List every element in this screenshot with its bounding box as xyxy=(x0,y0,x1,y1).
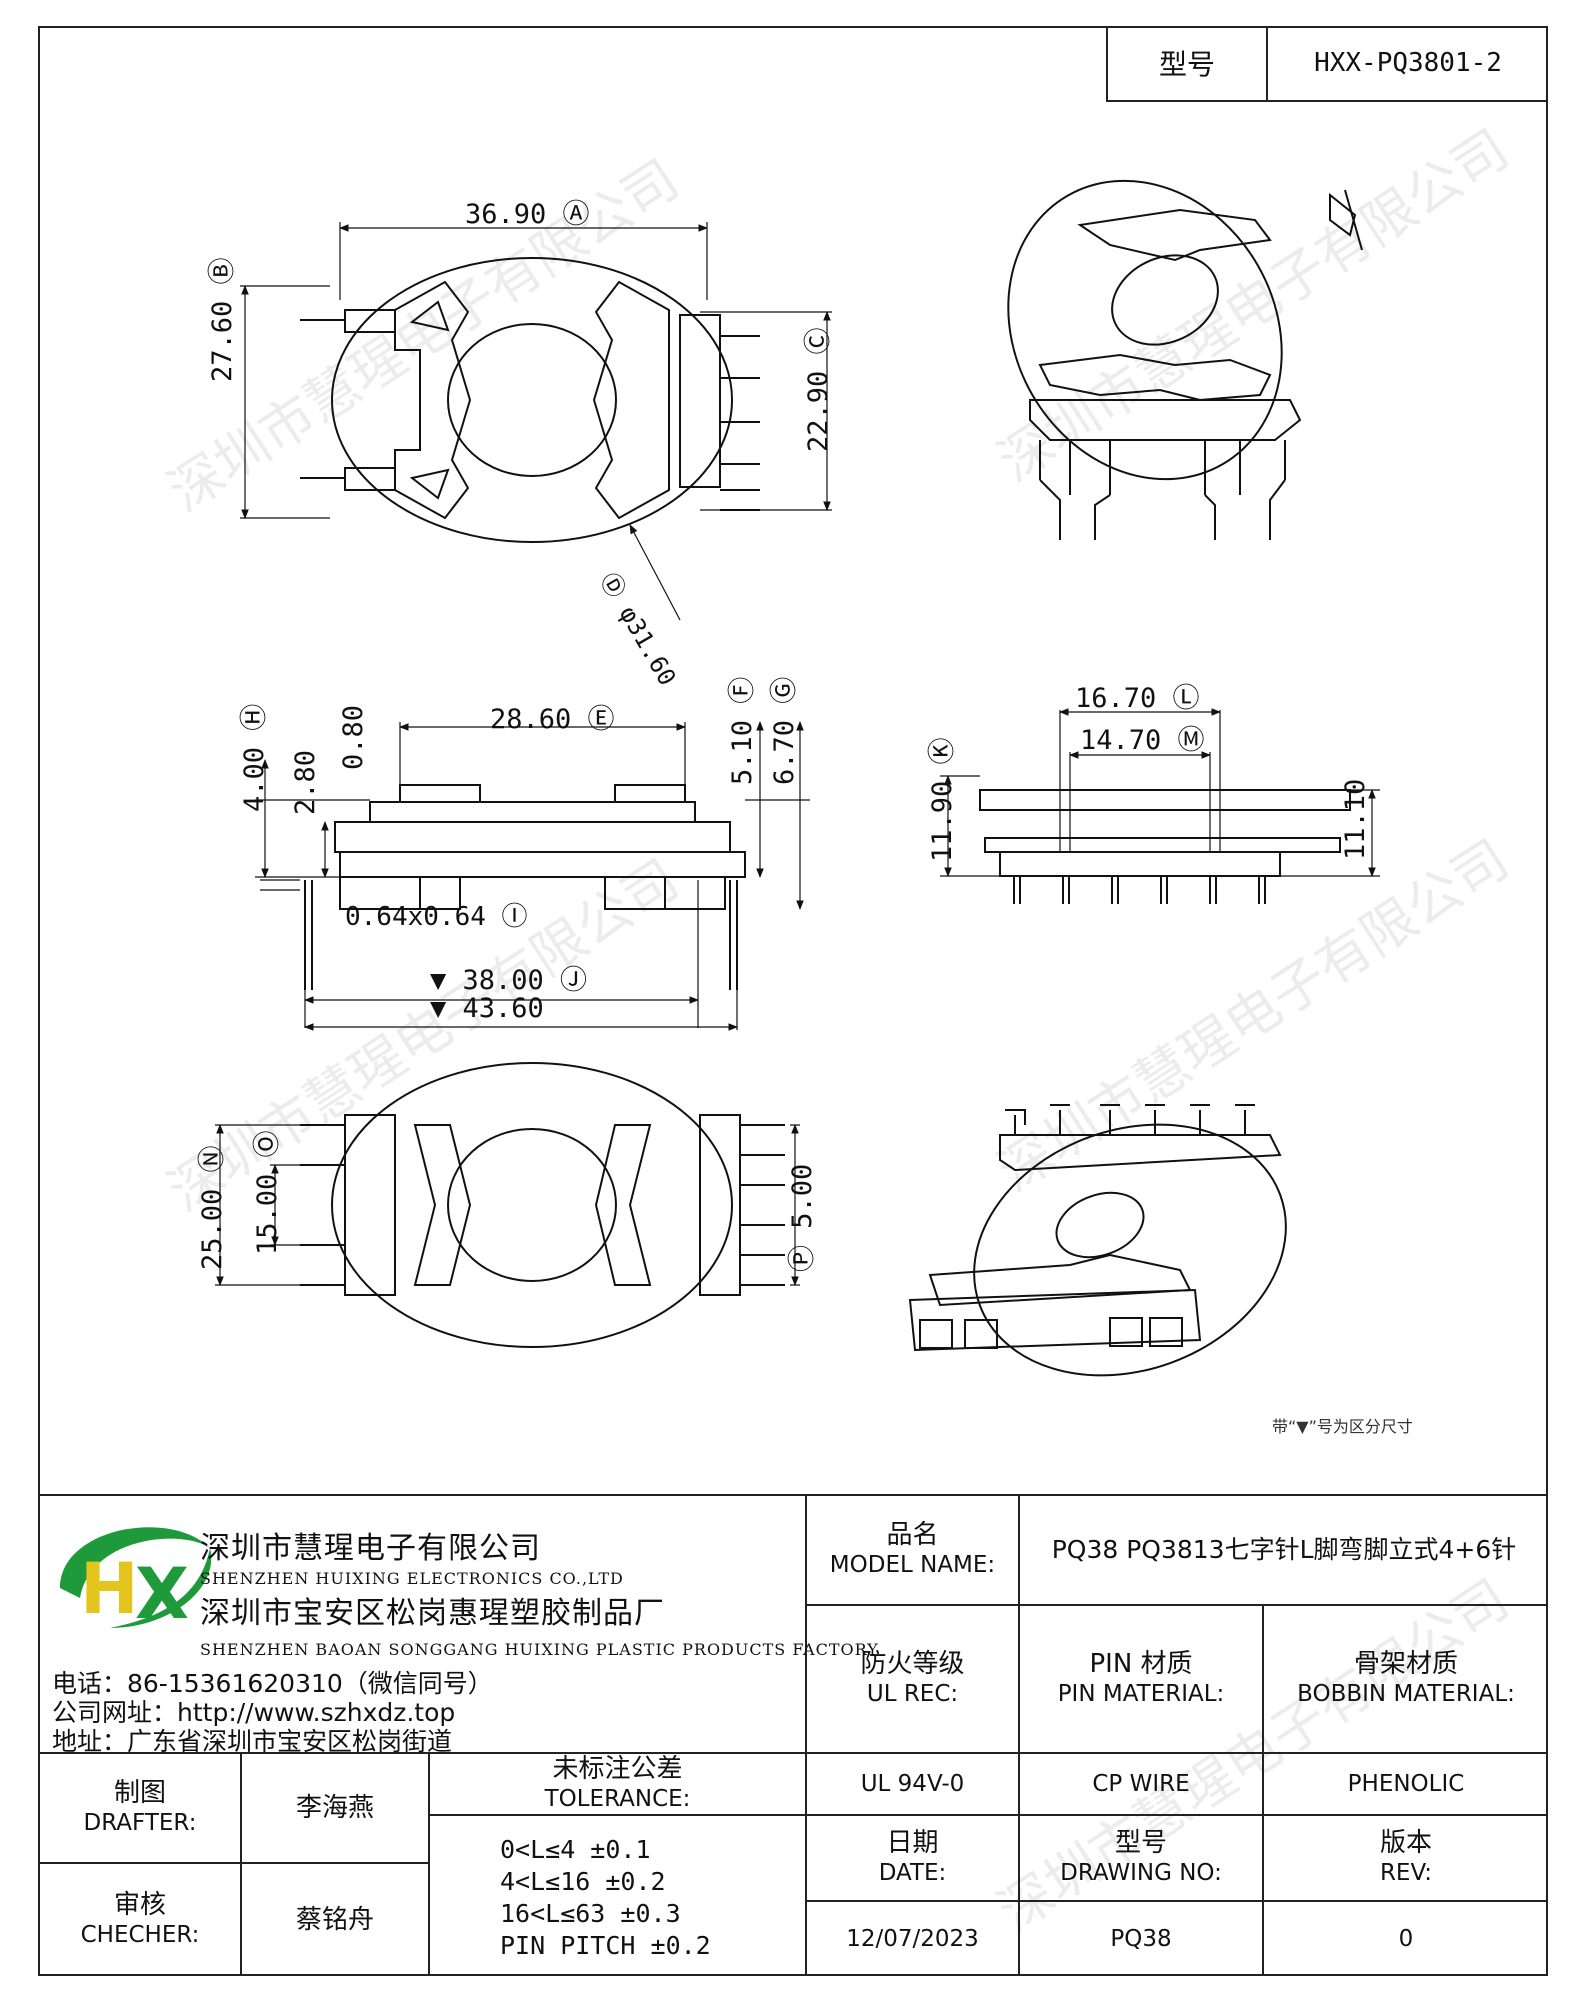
dim-m: 14.70 Ⓜ xyxy=(1080,725,1205,756)
iso-view-top xyxy=(1007,179,1363,540)
ul-rec-value: UL 94V-0 xyxy=(860,1771,965,1797)
company-phone: 电话：86-15361620310（微信同号） xyxy=(52,1669,493,1698)
dim-k: 11.90 Ⓚ xyxy=(927,737,958,862)
top-view xyxy=(240,222,832,621)
tolerance-row: 16<L≤63 ±0.3 xyxy=(500,1899,681,1928)
checker-value: 蔡铭舟 xyxy=(295,1905,374,1935)
dim-l: 16.70 Ⓛ xyxy=(1075,683,1200,714)
drafter-value: 李海燕 xyxy=(295,1793,374,1823)
dim-c: 22.90 Ⓒ xyxy=(803,327,834,452)
tolerance-row: 0<L≤4 ±0.1 xyxy=(500,1835,651,1864)
date-label: 日期 DATE: xyxy=(878,1828,947,1886)
company-website: 公司网址：http://www.szhxdz.top xyxy=(52,1698,456,1727)
dim-f: 5.10 Ⓕ xyxy=(727,676,758,785)
dim-i: 0.64x0.64 Ⓘ xyxy=(345,902,528,932)
model-name-value: PQ38 PQ3813七字针L脚弯脚立式4+6针 xyxy=(1051,1535,1517,1564)
dimension-note: 带“▼”号为区分尺寸 xyxy=(1272,1417,1413,1436)
dim-o: 15.00 Ⓞ xyxy=(252,1130,283,1255)
bottom-view xyxy=(215,1062,800,1348)
model-name-label: 品名 MODEL NAME: xyxy=(829,1520,996,1578)
dim-g: 6.70 Ⓖ xyxy=(769,676,800,785)
pin-material-value: CP WIRE xyxy=(1092,1771,1190,1797)
svg-text:H: H xyxy=(80,1548,139,1630)
dim-total: ▼ 43.60 xyxy=(430,993,544,1024)
ul-rec-label: 防火等级 UL REC: xyxy=(860,1649,965,1707)
model-box: 型号 HXX-PQ3801-2 xyxy=(1106,26,1548,102)
drawing-no-value: PQ38 xyxy=(1110,1926,1172,1952)
dim-b: 27.60 Ⓑ xyxy=(207,257,238,382)
dim-0-80: 0.80 xyxy=(338,704,369,770)
drafter-label: 制图 DRAFTER: xyxy=(83,1778,197,1836)
dim-p: Ⓟ 5.00 xyxy=(787,1163,818,1272)
side-view xyxy=(255,721,810,1031)
tolerance-table: 0<L≤4 ±0.1 4<L≤16 ±0.2 16<L≤63 ±0.3 PIN … xyxy=(500,1834,711,1962)
front-view xyxy=(940,708,1380,904)
tolerance-label: 未标注公差 TOLERANCE: xyxy=(544,1754,691,1812)
dim-h: 4.00 Ⓗ xyxy=(239,703,270,812)
dim-n: 25.00 Ⓝ xyxy=(197,1145,228,1270)
tolerance-row: 4<L≤16 ±0.2 xyxy=(500,1867,666,1896)
dim-2-80: 2.80 xyxy=(290,749,321,815)
iso-view-bottom xyxy=(908,1104,1287,1377)
model-label: 型号 xyxy=(1108,26,1268,100)
dim-a: 36.90 Ⓐ xyxy=(465,199,590,230)
company-address: 地址：广东省深圳市宝安区松岗街道 xyxy=(52,1727,453,1756)
company-logo: H X xyxy=(60,1527,212,1635)
company-info: 深圳市慧瑆电子有限公司 SHENZHEN HUIXING ELECTRONICS… xyxy=(200,1523,879,1659)
factory-name-cn: 深圳市宝安区松岗惠瑆塑胶制品厂 xyxy=(200,1596,665,1631)
rev-label: 版本 REV: xyxy=(1379,1828,1433,1886)
bobbin-material-label: 骨架材质 BOBBIN MATERIAL: xyxy=(1297,1649,1515,1707)
dim-11-10: 11.10 xyxy=(1340,778,1371,860)
tolerance-row: PIN PITCH ±0.2 xyxy=(500,1931,711,1960)
company-name-en: SHENZHEN HUIXING ELECTRONICS CO.,LTD xyxy=(200,1569,624,1588)
company-name-cn: 深圳市慧瑆电子有限公司 xyxy=(200,1531,541,1566)
drawing-sheet xyxy=(38,26,1548,1976)
pin-material-label: PIN 材质 PIN MATERIAL: xyxy=(1057,1649,1225,1707)
dim-j: ▼ 38.00 Ⓙ xyxy=(430,965,588,996)
model-value: HXX-PQ3801-2 xyxy=(1314,48,1502,78)
factory-name-en: SHENZHEN BAOAN SONGGANG HUIXING PLASTIC … xyxy=(200,1640,879,1659)
technical-drawing xyxy=(215,179,1380,1377)
bobbin-material-value: PHENOLIC xyxy=(1347,1771,1465,1797)
rev-value: 0 xyxy=(1398,1926,1414,1952)
checker-label: 审核 CHECHER: xyxy=(80,1890,200,1948)
dim-e: 28.60 Ⓔ xyxy=(490,704,615,735)
svg-text:X: X xyxy=(135,1553,189,1635)
date-value: 12/07/2023 xyxy=(846,1926,979,1952)
drawing-no-label: 型号 DRAWING NO: xyxy=(1060,1828,1222,1886)
